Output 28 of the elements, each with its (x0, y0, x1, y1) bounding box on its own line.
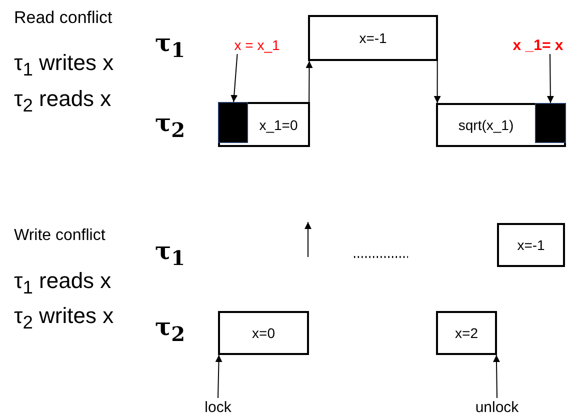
process-box: x=-1 (308, 15, 438, 61)
marker-block (218, 102, 248, 143)
event-label: lock (200, 398, 236, 416)
marker-block (535, 103, 566, 143)
process-box: x_1=0 (218, 102, 310, 147)
task-label: τ$_{1}$ (155, 236, 186, 270)
event-label: unlock (462, 398, 532, 416)
annotation-text: x = x_1 (228, 36, 286, 54)
process-box: x=2 (436, 311, 497, 355)
task-description: τ$_{1}$ writes x (14, 50, 114, 80)
annotation-text: x _1= x (508, 36, 568, 54)
section-heading: Read conflict (14, 8, 112, 28)
process-box: x=0 (218, 311, 309, 355)
task-label: τ$_{2}$ (155, 108, 186, 142)
arrow (230, 54, 238, 102)
process-box: sqrt(x_1) (436, 103, 566, 147)
task-label: τ$_{2}$ (155, 312, 186, 346)
task-description: τ$_{1}$ reads x (14, 268, 112, 298)
arrow (306, 60, 313, 102)
section-heading: Write conflict (14, 227, 106, 245)
arrow (493, 354, 500, 398)
arrow (434, 60, 441, 104)
arrow (215, 354, 222, 398)
task-description: τ$_{2}$ reads x (14, 86, 112, 116)
process-box: x=-1 (497, 223, 565, 267)
task-label: τ$_{1}$ (155, 28, 186, 62)
task-description: τ$_{2}$ writes x (14, 303, 114, 334)
arrow (546, 54, 554, 104)
